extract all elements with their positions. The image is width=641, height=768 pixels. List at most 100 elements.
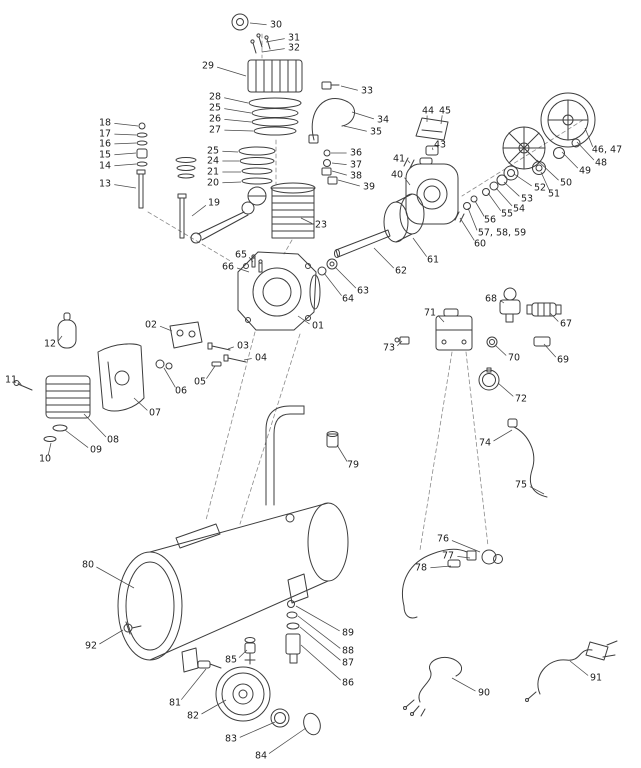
part-number-label: 69 <box>557 355 569 366</box>
part-number-label: 70 <box>508 353 520 364</box>
regulator <box>499 287 521 323</box>
air-hose <box>402 548 503 619</box>
leader-line <box>249 22 267 26</box>
leader-line <box>18 381 23 387</box>
leader-line <box>114 152 137 156</box>
leader-line <box>224 97 249 104</box>
exploded-view-art <box>13 13 618 736</box>
part-number-label: 37 <box>350 160 362 171</box>
part-number-label: 82 <box>187 711 199 722</box>
part-number-label: 62 <box>395 266 407 277</box>
part-number-label: 36 <box>350 148 362 159</box>
part-number-label: 03 <box>237 341 249 352</box>
part-number-label: 65 <box>235 250 247 261</box>
part-number-label: 54 <box>513 204 525 215</box>
part-number-label: 91 <box>590 673 602 684</box>
leader-line <box>373 247 395 269</box>
part-number-label: 28 <box>209 92 221 103</box>
part-number-label: 75 <box>515 480 527 491</box>
leader-line <box>114 142 137 145</box>
part-number-label: 25 <box>207 146 219 157</box>
leader-line <box>493 429 513 442</box>
part-number-label: 74 <box>479 438 491 449</box>
crankshaft <box>334 229 391 258</box>
part-number-label: 49 <box>579 166 591 177</box>
leader-line <box>159 325 173 332</box>
part-number-label: 83 <box>225 734 237 745</box>
pressure-gauge <box>478 367 500 391</box>
leader-line <box>397 340 403 347</box>
leader-line <box>334 266 357 289</box>
leader-line <box>457 556 471 559</box>
leader-line <box>83 413 107 438</box>
part-number-label: 51 <box>548 189 560 200</box>
knob <box>231 13 249 31</box>
part-number-label: 60 <box>474 239 486 250</box>
leader-line <box>549 312 559 322</box>
leader-line <box>543 343 557 358</box>
leader-line <box>337 179 360 187</box>
part-number-label: 15 <box>99 150 111 161</box>
part-number-label: 80 <box>82 560 94 571</box>
rotor <box>383 193 425 243</box>
part-number-label: 19 <box>208 198 220 209</box>
part-number-label: 55 <box>501 209 513 220</box>
check-valve-parts <box>285 600 301 664</box>
fan-cover <box>540 92 596 148</box>
power-cord <box>403 657 463 717</box>
part-number-label: 31 <box>288 33 300 44</box>
leader-line <box>114 133 137 136</box>
part-number-label: 68 <box>485 294 497 305</box>
leader-line <box>487 192 502 211</box>
part-number-label: 72 <box>515 394 527 405</box>
part-number-label: 06 <box>175 386 187 397</box>
capacitor <box>57 312 77 349</box>
leader-line <box>243 358 252 361</box>
part-number-label: 29 <box>202 61 214 72</box>
leader-line <box>536 159 559 181</box>
part-number-label: 30 <box>270 20 282 31</box>
part-number-label: 13 <box>99 179 111 190</box>
part-number-label: 12 <box>44 339 56 350</box>
part-number-label: 24 <box>207 156 219 167</box>
bolt <box>13 380 33 391</box>
leader-line <box>323 272 342 296</box>
leader-line <box>437 315 445 323</box>
wheel <box>215 666 271 722</box>
part-number-label: 46, 47 <box>592 145 622 156</box>
leader-line <box>64 429 89 448</box>
leader-line <box>163 367 176 388</box>
cylinder-head <box>247 59 303 93</box>
part-number-label: 89 <box>342 628 354 639</box>
part-number-label: 08 <box>107 435 119 446</box>
part-number-label: 41 <box>393 154 405 165</box>
leader-line <box>57 335 63 342</box>
part-number-label: 35 <box>370 127 382 138</box>
part-number-label: 53 <box>521 194 533 205</box>
pipe-fittings <box>394 336 551 348</box>
part-number-label: 44 <box>422 106 434 117</box>
part-number-callouts: 3031322933282526273435181716151413363738… <box>5 20 622 762</box>
motor-bracket <box>403 117 449 169</box>
part-number-label: 63 <box>357 286 369 297</box>
part-number-label: 92 <box>85 641 97 652</box>
shaft-bearings <box>317 258 338 276</box>
part-number-label: 77 <box>442 551 454 562</box>
part-number-label: 43 <box>434 140 446 151</box>
drain-cock <box>123 621 142 635</box>
part-number-label: 90 <box>478 688 490 699</box>
leader-line <box>99 629 124 645</box>
leader-line <box>576 141 595 161</box>
leader-line <box>412 237 428 257</box>
part-number-label: 34 <box>377 115 389 126</box>
case-screws <box>251 254 263 273</box>
leader-line <box>300 217 313 224</box>
leader-line <box>265 38 285 43</box>
leader-line <box>268 727 307 754</box>
outlet-tube <box>308 97 356 144</box>
part-number-label: 10 <box>39 454 51 465</box>
part-number-label: 66 <box>222 262 234 273</box>
part-number-label: 27 <box>209 125 221 136</box>
leader-line <box>529 486 545 495</box>
